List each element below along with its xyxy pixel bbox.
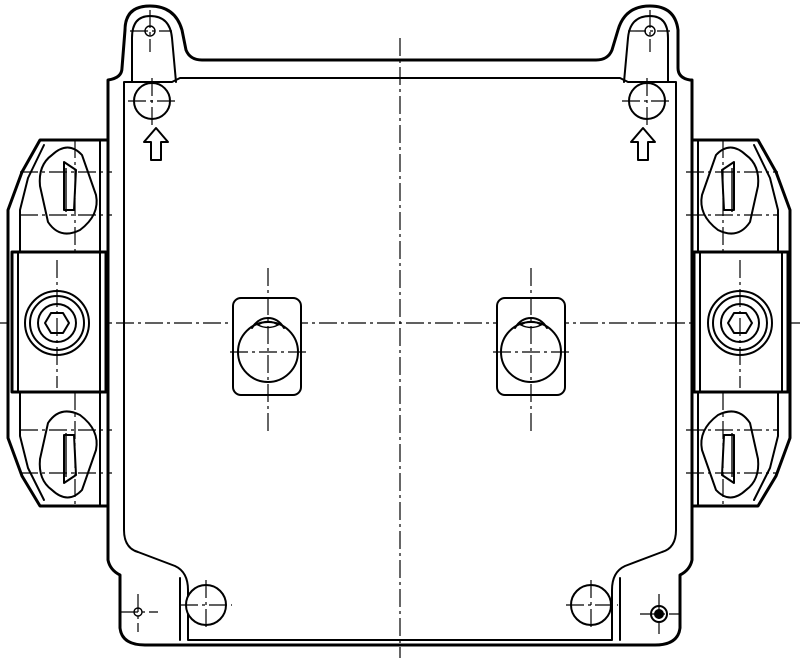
left-keyhole — [230, 268, 308, 432]
up-arrow-left-icon — [143, 127, 169, 161]
top-right-lug-hole — [628, 10, 670, 52]
upper-right-pin — [622, 78, 672, 125]
plate-outer-outline — [106, 4, 694, 647]
bottom-right-pin — [566, 580, 618, 630]
right-clamp-block — [686, 138, 792, 508]
left-clamp-block — [6, 138, 112, 508]
bottom-left-pin — [180, 580, 232, 630]
bottom-right-lug-hole — [640, 594, 680, 634]
bottom-left-lug-hole — [120, 594, 158, 632]
right-keyhole — [493, 268, 571, 432]
up-arrow-right-icon — [630, 127, 656, 161]
upper-left-pin — [128, 78, 178, 125]
top-left-lug-inner — [131, 15, 177, 83]
top-right-lug-inner — [623, 15, 669, 83]
plate-inner-outline — [123, 77, 677, 641]
top-left-lug-hole — [130, 10, 172, 52]
